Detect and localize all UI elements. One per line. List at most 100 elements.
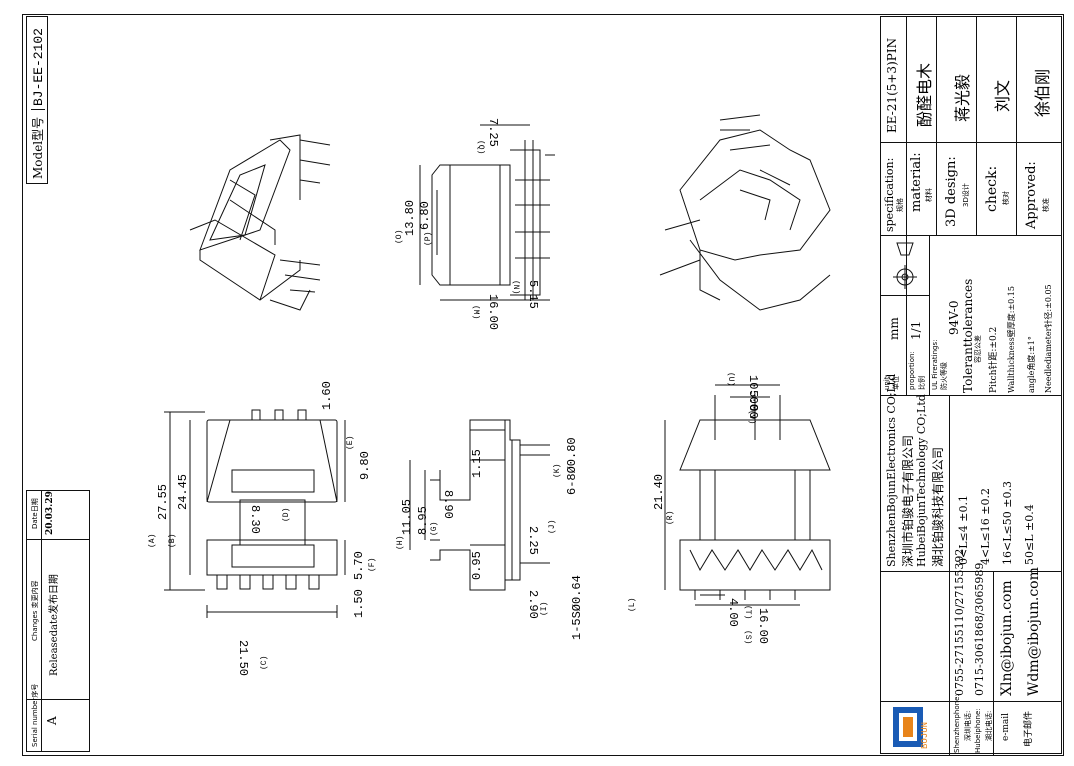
material-value: 酚醛电木 bbox=[915, 62, 934, 127]
dim-21-50: 21.50 bbox=[236, 640, 250, 677]
design-cn: 3D设计 bbox=[962, 183, 970, 207]
dim-8-30: 8.30 bbox=[248, 505, 262, 534]
dim-13-80: 13.80 bbox=[403, 199, 417, 236]
tol-note-wall: Wallthickness壁厚度:±0.15 bbox=[1007, 286, 1016, 393]
dim-5-70: 5.70 bbox=[352, 551, 366, 580]
approved-cn: 核准 bbox=[1042, 198, 1050, 212]
tol-note-needle: Needlediameter针径:±0.05 bbox=[1044, 284, 1053, 393]
dim-pin-holes: 6-8Ø0.80 bbox=[565, 437, 579, 495]
label-D: (D) bbox=[282, 507, 291, 522]
spec-label: specification: bbox=[883, 157, 896, 232]
tolerance-cn: 容忍公差 bbox=[974, 335, 982, 363]
svg-text:BOJUN: BOJUN bbox=[920, 722, 930, 749]
email-2: Wdm@ibojun.com bbox=[1026, 567, 1042, 696]
dim-9-80: 9.80 bbox=[358, 451, 372, 480]
label-G: (G) bbox=[430, 521, 439, 536]
bobbin-3d-view-right bbox=[659, 114, 831, 311]
dim-2-25: 2.25 bbox=[526, 526, 540, 555]
company-en-1: ShenzhenBojunElectronics CO;Ltd bbox=[885, 373, 898, 567]
shenzhen-phone-cn: 深圳电话: bbox=[964, 710, 972, 741]
label-C: (C) bbox=[260, 655, 269, 670]
dim-1-15: 1.15 bbox=[470, 449, 484, 478]
email-label: e-mail bbox=[1001, 712, 1011, 741]
drawing-sheet bbox=[22, 14, 1064, 756]
dim-11-05: 11.05 bbox=[400, 498, 414, 535]
proportion-label: proportion: bbox=[908, 351, 916, 390]
fire-cn: 防火等级 bbox=[940, 362, 948, 390]
dim-6-80: 6.80 bbox=[418, 201, 432, 230]
dim-1-60: 1.60 bbox=[320, 381, 334, 410]
label-J: (J) bbox=[548, 519, 557, 534]
dim-4-00: 4.00 bbox=[726, 598, 740, 627]
material-label: material: bbox=[909, 152, 924, 212]
fire-value: 94V-0 bbox=[947, 300, 961, 335]
bobbin-3d-view-left bbox=[189, 134, 331, 311]
label-R: (R) bbox=[666, 510, 675, 525]
approved-value: 徐伯刚 bbox=[1033, 68, 1052, 117]
shenzhen-phone: 0755-27155110/27155392 bbox=[953, 548, 966, 696]
dim-0-95: 0.95 bbox=[470, 551, 484, 580]
company-cn-2: 湖北铂骏科技有限公司 bbox=[931, 446, 945, 567]
proportion-value: 1/1 bbox=[909, 320, 923, 340]
bobbin-front-view bbox=[206, 409, 338, 590]
hubei-phone-label: Hubeiphone: bbox=[974, 708, 982, 753]
spec-value: EE-21(5+3)PIN bbox=[885, 37, 899, 133]
email-1: Xln@ibojun.com bbox=[999, 580, 1015, 696]
label-U: (U) bbox=[726, 372, 735, 387]
dim-24-45: 24.45 bbox=[176, 473, 190, 510]
dim-8-95: 8.95 bbox=[416, 506, 430, 535]
dim-1-50: 1.50 bbox=[352, 589, 366, 618]
approved-label: Approved: bbox=[1024, 161, 1039, 229]
label-V: (V) bbox=[747, 410, 756, 425]
bojun-logo-icon: BOJUN bbox=[889, 701, 941, 753]
label-F: (F) bbox=[368, 557, 377, 572]
label-K: (K) bbox=[553, 463, 562, 478]
projection-symbol-icon bbox=[883, 237, 927, 293]
dim-5-15: 5.15 bbox=[526, 280, 540, 309]
label-L: (L) bbox=[628, 597, 637, 612]
dim-pin-diameter: 1-5SØ0.64 bbox=[570, 575, 584, 640]
design-label: 3D design: bbox=[944, 156, 959, 227]
dim-16-00-bottom: 16.00 bbox=[756, 608, 770, 645]
fire-label: UL Fireratings: bbox=[931, 339, 939, 390]
dim-27-55: 27.55 bbox=[156, 483, 170, 520]
company-cn-1: 深圳市铂骏电子有限公司 bbox=[901, 434, 915, 567]
tol-row-4: 50≤L ±0.4 bbox=[1023, 504, 1036, 565]
label-M: (M) bbox=[471, 305, 480, 320]
label-P: (P) bbox=[424, 231, 433, 246]
changes-table: Serial number序号 Changes 变更内容 Date日期 A Re… bbox=[26, 490, 90, 752]
label-N: (N) bbox=[511, 280, 520, 295]
company-en-2: HubeiBojunTechnology CO;Ltd bbox=[915, 394, 928, 567]
dim-2-90: 2.90 bbox=[526, 590, 540, 619]
hubei-phone-cn: 湖北电话: bbox=[985, 710, 993, 741]
check-value: 刘文 bbox=[993, 79, 1012, 112]
label-A: (A) bbox=[148, 533, 157, 548]
bobbin-top-view bbox=[431, 140, 555, 300]
label-T: (T) bbox=[743, 605, 752, 620]
label-B: (B) bbox=[168, 533, 177, 548]
shenzhen-phone-label: Shenzhenphone: bbox=[953, 694, 961, 753]
technical-drawing bbox=[164, 114, 831, 618]
bobbin-side-view bbox=[430, 419, 550, 591]
dim-16-00-top: 16.00 bbox=[486, 294, 500, 331]
material-cn: 材料 bbox=[925, 188, 933, 202]
check-label: check: bbox=[984, 165, 1000, 212]
label-I: (I) bbox=[540, 601, 549, 616]
bobbin-bottom-view bbox=[679, 395, 831, 600]
check-cn: 核对 bbox=[1002, 191, 1010, 205]
proportion-cn: 比例 bbox=[918, 376, 926, 390]
title-block: EE-21(5+3)PIN 酚醛电木 蒋光毅 刘文 徐伯刚 specificat… bbox=[880, 16, 1062, 755]
tol-note-angle: angle角度:±1° bbox=[1027, 336, 1036, 393]
spec-cn: 规格 bbox=[896, 198, 904, 212]
label-Q: (Q) bbox=[476, 140, 485, 155]
tol-note-pitch: Pitch针距:±0.2 bbox=[989, 326, 999, 393]
design-value: 蒋光毅 bbox=[953, 73, 972, 122]
dim-21-40: 21.40 bbox=[652, 473, 666, 510]
model-box: Model型号 BJ-EE-2102 bbox=[26, 16, 48, 184]
unit-value: mm bbox=[887, 317, 901, 340]
label-O: (O) bbox=[395, 229, 404, 244]
hubei-phone: 0715-3061868/3065989 bbox=[973, 562, 986, 696]
tol-row-3: 16<L≤50 ±0.3 bbox=[1001, 481, 1014, 565]
tol-row-2: 4<L≤16 ±0.2 bbox=[979, 488, 992, 565]
label-E: (E) bbox=[346, 435, 355, 450]
